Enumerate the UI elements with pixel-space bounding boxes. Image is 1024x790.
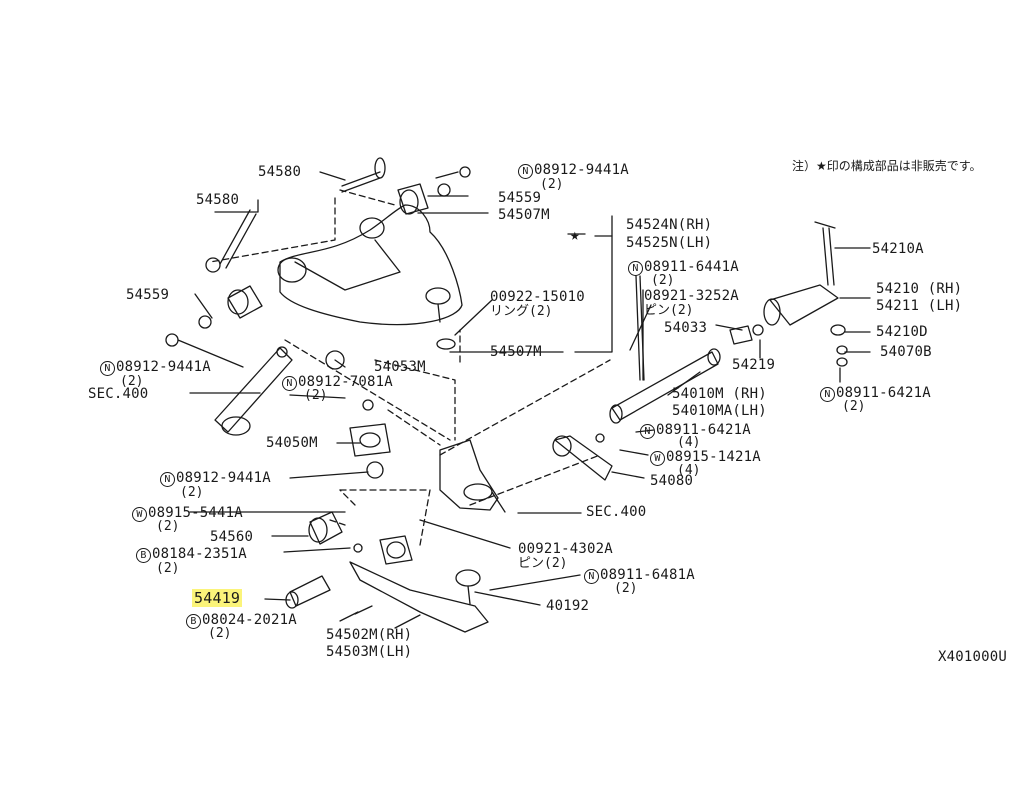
stabilizer-link	[552, 433, 613, 481]
callout-label: 08921-3252A	[644, 288, 739, 304]
callout-qty: (4)	[677, 435, 701, 450]
callout-label: 54010MA(LH)	[672, 403, 767, 419]
callout-qty: (2)	[304, 388, 328, 403]
non-sale-note: 注）★印の構成部品は非販売です。	[792, 159, 982, 173]
callout-qty: (2)	[842, 399, 866, 414]
callout-label: 54053M	[374, 359, 426, 375]
mount-bracket	[325, 350, 391, 479]
highlighted-part-number: 54419	[192, 589, 243, 607]
callout-qty: (2)	[156, 561, 180, 576]
callout-label: 54524N(RH)	[626, 217, 713, 233]
callout-label: 54580	[258, 164, 302, 180]
callout-label: 54219	[732, 357, 776, 373]
non-sale-star-icon: ★	[570, 225, 580, 244]
bolts	[205, 157, 836, 286]
callout-label: 54080	[650, 473, 694, 489]
tie-rod-assembly	[729, 284, 848, 367]
callout-label: 54010M (RH)	[672, 386, 767, 402]
callout-label: 00921-4302A	[518, 541, 613, 557]
callout-qty: (2)	[540, 177, 564, 192]
callout-label: 54507M	[490, 344, 542, 360]
upper-bushings	[165, 166, 471, 347]
callout-label: ピン(2)	[644, 303, 694, 318]
callout-label: 54503M(LH)	[326, 644, 413, 660]
steering-knuckle	[439, 439, 506, 513]
tension-rod	[214, 346, 293, 436]
callout-label: 54580	[196, 192, 240, 208]
callout-label: 54559	[498, 190, 542, 206]
callout-qty: (2)	[156, 519, 180, 534]
callout-label: 54210A	[872, 241, 924, 257]
callout-qty: (2)	[651, 273, 675, 288]
upper-control-arm	[277, 204, 463, 350]
callout-label: ピン(2)	[518, 556, 568, 571]
callout-label: 40192	[546, 598, 590, 614]
callout-label: 54210D	[876, 324, 928, 340]
callout-label: 54033	[664, 320, 708, 336]
callout-label: 54507M	[498, 207, 550, 223]
callout-qty: (4)	[677, 463, 701, 478]
callout-qty: (2)	[120, 374, 144, 389]
callout-qty: (2)	[180, 485, 204, 500]
callout-label: リング(2)	[490, 304, 553, 319]
callout-label: 54502M(RH)	[326, 627, 413, 643]
section-ref: SEC.400	[88, 386, 149, 402]
callout-label: 54050M	[266, 435, 318, 451]
callout-label: 00922-15010	[490, 289, 585, 305]
callout-label: 54559	[126, 287, 170, 303]
section-ref: SEC.400	[586, 504, 647, 520]
assembly-dashed-lines	[209, 189, 611, 546]
callout-label: 54210 (RH)	[876, 281, 963, 297]
lower-bushings	[285, 511, 373, 615]
callout-label: 54560	[210, 529, 254, 545]
callout-qty: (2)	[614, 581, 638, 596]
diagram-code: X401000U	[938, 649, 1008, 665]
callout-label: 54070B	[880, 344, 932, 360]
shock-absorber	[609, 275, 721, 424]
callout-label: 54211 (LH)	[876, 298, 963, 314]
lower-control-arm	[349, 535, 489, 633]
callout-qty: (2)	[208, 626, 232, 641]
callout-label: 54525N(LH)	[626, 235, 713, 251]
